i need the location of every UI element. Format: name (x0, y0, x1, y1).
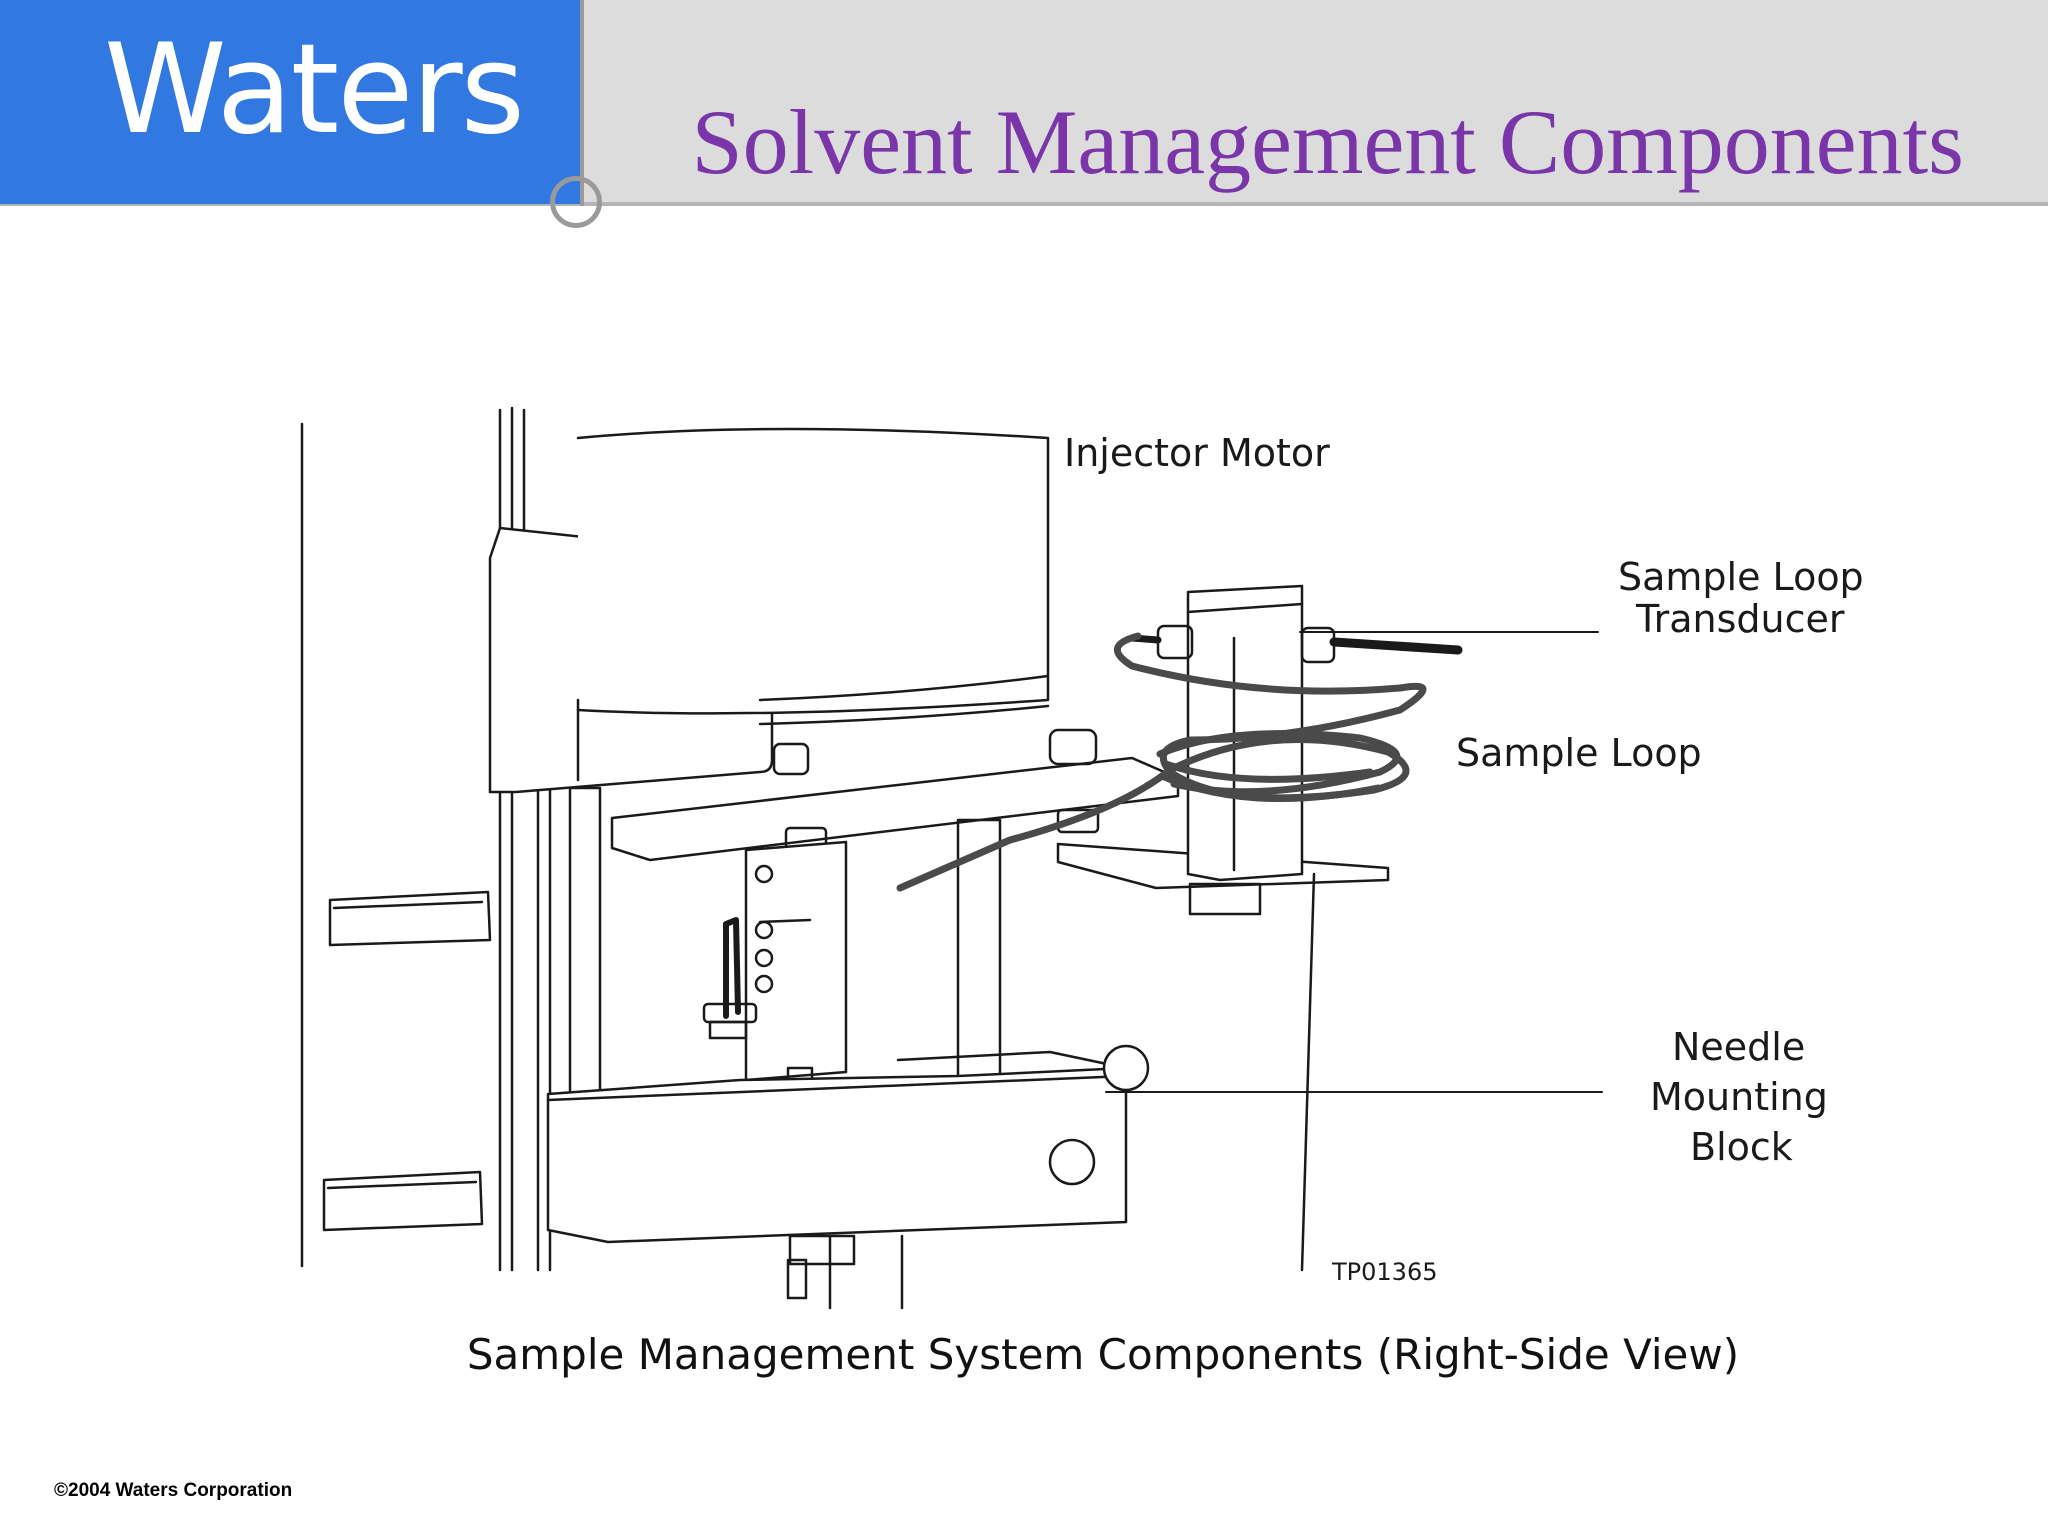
header-divider (0, 202, 2048, 206)
block-bottom-fitting (788, 1234, 856, 1266)
frame-slot-upper-inner (332, 900, 484, 910)
transducer-shelf-foot (1188, 882, 1262, 916)
support-rod-right (1300, 872, 1316, 1272)
valve-hole-4 (754, 974, 774, 994)
page-title: Solvent Management Components (691, 91, 1964, 193)
transducer-fitting-right (1300, 626, 1336, 664)
waters-logo: Waters (104, 18, 525, 162)
motor-band-2 (758, 704, 1050, 726)
block-top-edge (546, 1074, 1128, 1102)
needle-mounting-block (546, 1066, 1128, 1244)
label-sample-loop-transducer-2: Transducer (1635, 597, 1845, 641)
post-left (568, 786, 602, 1112)
transducer-cable (1329, 637, 1463, 655)
logo-panel-edge (580, 0, 584, 206)
mounting-plate (610, 756, 1180, 862)
label-needle-mounting-block-3: Block (1690, 1125, 1793, 1169)
sample-loop-coil (896, 632, 1427, 892)
component-diagram: Injector Motor Sample Loop Transducer Sa… (290, 400, 1950, 1320)
tube-left-fitting (723, 917, 741, 1019)
block-plate (896, 1050, 1128, 1070)
header-ring-decoration (550, 176, 602, 228)
valve-hole-1 (754, 864, 774, 884)
block-bottom-thread (786, 1258, 808, 1300)
plate-bolt-2 (1048, 728, 1098, 766)
block-knob-top (1102, 1044, 1150, 1092)
frame-slot-lower (322, 1170, 484, 1232)
plate-bolt-1 (772, 742, 810, 776)
logo-panel: Waters (0, 0, 580, 204)
label-needle-mounting-block-1: Needle (1672, 1025, 1805, 1069)
fitting-thread-left (708, 1020, 748, 1040)
plate-nut-2 (1056, 808, 1100, 834)
figure-caption: Sample Management System Components (Rig… (466, 1330, 1740, 1379)
frame-slot-lower-inner (326, 1180, 478, 1190)
block-knob-bottom (1048, 1138, 1096, 1186)
label-injector-motor: Injector Motor (1064, 431, 1330, 475)
transducer-top-edge (1186, 602, 1304, 614)
valve-cylinder (744, 840, 848, 1082)
valve-hole-3 (754, 948, 774, 968)
label-sample-loop-transducer-1: Sample Loop (1618, 555, 1864, 599)
injector-motor-body (576, 427, 1050, 715)
label-needle-mounting-block-2: Mounting (1650, 1075, 1828, 1119)
figure-code: TP01365 (1331, 1258, 1437, 1286)
valve-slot (758, 918, 812, 924)
diagram-drawing: Injector Motor Sample Loop Transducer Sa… (300, 406, 1864, 1310)
label-sample-loop: Sample Loop (1456, 731, 1702, 775)
copyright-notice: ©2004 Waters Corporation (54, 1480, 293, 1501)
frame-slot-upper (328, 890, 492, 947)
motor-band (758, 674, 1050, 702)
